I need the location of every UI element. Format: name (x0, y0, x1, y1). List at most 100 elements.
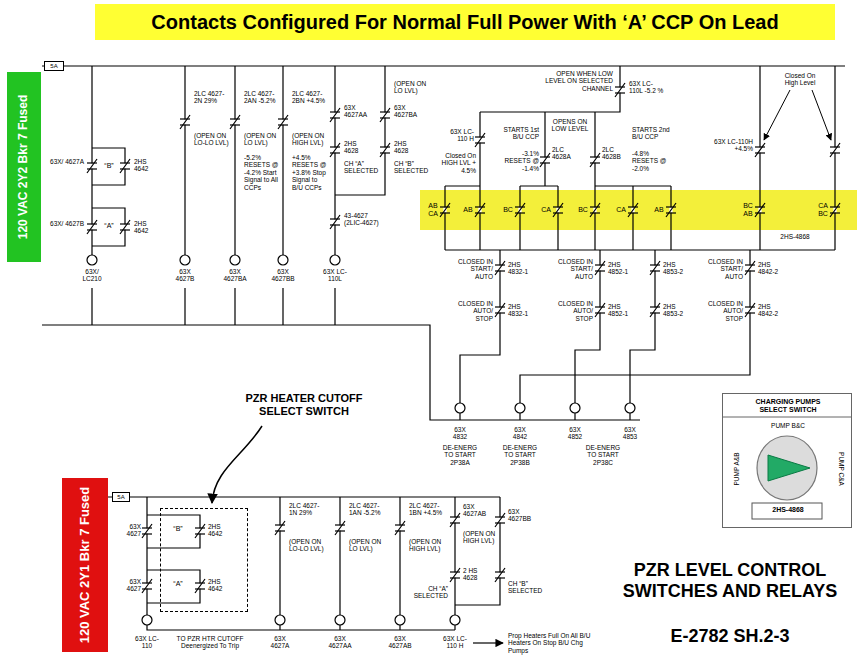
node-text: CA (539, 206, 553, 214)
leader-arrow (764, 90, 790, 140)
node-text: 5A (113, 494, 129, 501)
contact-symbol (330, 108, 340, 122)
coil-symbol (330, 255, 340, 265)
node-text: BC (501, 206, 515, 214)
label-text: 2HS 4628 (344, 140, 368, 155)
label-text: 63X 4627 (117, 523, 141, 538)
coil-symbol (87, 255, 97, 265)
node-text: 2HS 4642 (208, 578, 232, 593)
label-text: CLOSED IN AUTO/ STOP (555, 300, 593, 322)
label-text: 63X LC-110H +4.5% (713, 138, 753, 153)
contact-symbol (590, 153, 600, 167)
label-text: TO PZR HTR CUTOFF Deenergized To Trip (168, 635, 252, 650)
label-text: 2HS 4853-2 (663, 303, 691, 318)
supply-box: 120 VAC 2Y2 Bkr 7 Fused (7, 72, 41, 262)
label-text: CH “B” SELECTED (394, 160, 431, 175)
contact-symbol (628, 203, 638, 217)
label-text: 63X LC-110 H (444, 128, 474, 143)
contact-symbol (495, 568, 505, 582)
contact-symbol (180, 115, 190, 129)
contact-symbol (590, 203, 600, 217)
coil-symbol (275, 615, 285, 625)
label-text: CLOSED IN START/ AUTO (555, 258, 593, 280)
label-text: STARTS 1st B/U CCP (501, 126, 539, 141)
contact-symbol (830, 143, 840, 157)
label-text: “B” (100, 162, 118, 170)
label-text: 63X/ LC210 (77, 268, 107, 283)
node-text: “B” (168, 525, 188, 533)
switch-group-box: “B”2HS 4642“A”2HS 4642 (160, 508, 248, 612)
node-text: AB CA (426, 202, 440, 218)
contact-symbol (330, 143, 340, 157)
label-text: CH “A” SELECTED (344, 160, 382, 175)
contact-symbol (650, 303, 660, 317)
label-text: 63X 4832 (448, 426, 472, 441)
contact-symbol (275, 521, 285, 535)
label-text: CH “B” SELECTED (508, 580, 546, 595)
label-text: 2HS 4642 (134, 158, 160, 173)
label-text: 2HS 4852-1 (608, 261, 636, 276)
contact-symbol (278, 115, 288, 129)
node-text: PUMP A&B (733, 439, 740, 499)
label-text: 63X 4842 (508, 426, 532, 441)
contact-symbol (335, 521, 345, 535)
node-text: CA (614, 206, 628, 214)
contact-symbol (495, 513, 505, 527)
label-text: CH “A” SELECTED (410, 585, 448, 600)
node-text: 120 VAC 2Y2 Bkr 7 Fused (17, 79, 31, 255)
label-text: 2LC 4627-2AN -5.2% (244, 90, 278, 105)
fuse-box: 5A (44, 61, 64, 71)
contact-symbol (475, 133, 485, 147)
label-text: CLOSED IN START/ AUTO (705, 258, 743, 280)
label-text: 43-4627 (2LIC-4627) (344, 212, 384, 227)
wiring (108, 497, 500, 630)
label-text: Prop Heaters Full On All B/U Heaters On … (508, 632, 598, 654)
contact-symbol (195, 579, 205, 593)
label-text: 2LC 4627-2BN +4.5% (292, 90, 326, 105)
node-text: 2HS-4868 (758, 506, 818, 514)
contacts (87, 83, 840, 593)
label-text: CLOSED IN AUTO/ STOP (455, 300, 493, 322)
label-text: 63X LC-110 H (440, 635, 470, 650)
contact-symbol (142, 524, 152, 538)
label-text: 63X LC-110L (320, 268, 350, 283)
contact-symbol (553, 203, 563, 217)
contact-symbol (450, 513, 460, 527)
node-text: CA BC (816, 202, 830, 218)
label-text: +4.5% RESETS @ +3.8% Stop Signal to B/U … (292, 154, 328, 191)
node-text: CHARGING PUMPS SELECT SWITCH (748, 398, 828, 414)
contact-symbol (495, 261, 505, 275)
coil-symbol (142, 615, 152, 625)
contact-symbol (666, 203, 676, 217)
label-text: 63X 4627BB (508, 508, 536, 523)
label-text: 63X/ 4627B (46, 220, 84, 227)
label-text: E-2782 SH.2-3 (622, 626, 838, 647)
label-text: 2HS 4842-2 (758, 303, 786, 318)
label-text: 2LC 4628B (602, 146, 628, 161)
label-text: 2HS 4842-2 (758, 261, 786, 276)
label-text: DE-ENERG TO START 2P38C (582, 444, 624, 466)
label-text: PZR LEVEL CONTROL SWITCHES AND RELAYS (622, 560, 838, 601)
label-text: STARTS 2nd B/U CCP (632, 126, 672, 141)
coil-symbol (335, 615, 345, 625)
contact-symbol (87, 159, 97, 173)
node-text: PUMP C&A (837, 439, 844, 499)
label-text: -5.2% RESETS @ -4.2% Start Signal to All… (244, 154, 280, 191)
contact-symbol (615, 83, 625, 97)
label-text: 2LC 4628A (552, 146, 578, 161)
coil-symbol (230, 255, 240, 265)
coil-symbol (625, 403, 635, 413)
label-text: (OPEN ON HIGH LVL) (463, 530, 498, 545)
label-text: 63X 4627AB (387, 635, 413, 650)
label-text: 2HS 4832-1 (508, 261, 536, 276)
label-text: (OPEN ON LO LVL) (244, 132, 278, 147)
contact-symbol (755, 143, 765, 157)
contact-symbol (595, 303, 605, 317)
title-banner (95, 4, 835, 40)
label-text: -4.8% RESETS @ -2.0% (632, 150, 670, 172)
contact-symbol (650, 261, 660, 275)
label-text: 63X 4627BA (220, 268, 250, 283)
label-text: 63X 4627 (117, 578, 141, 593)
contact-symbol (120, 159, 130, 173)
